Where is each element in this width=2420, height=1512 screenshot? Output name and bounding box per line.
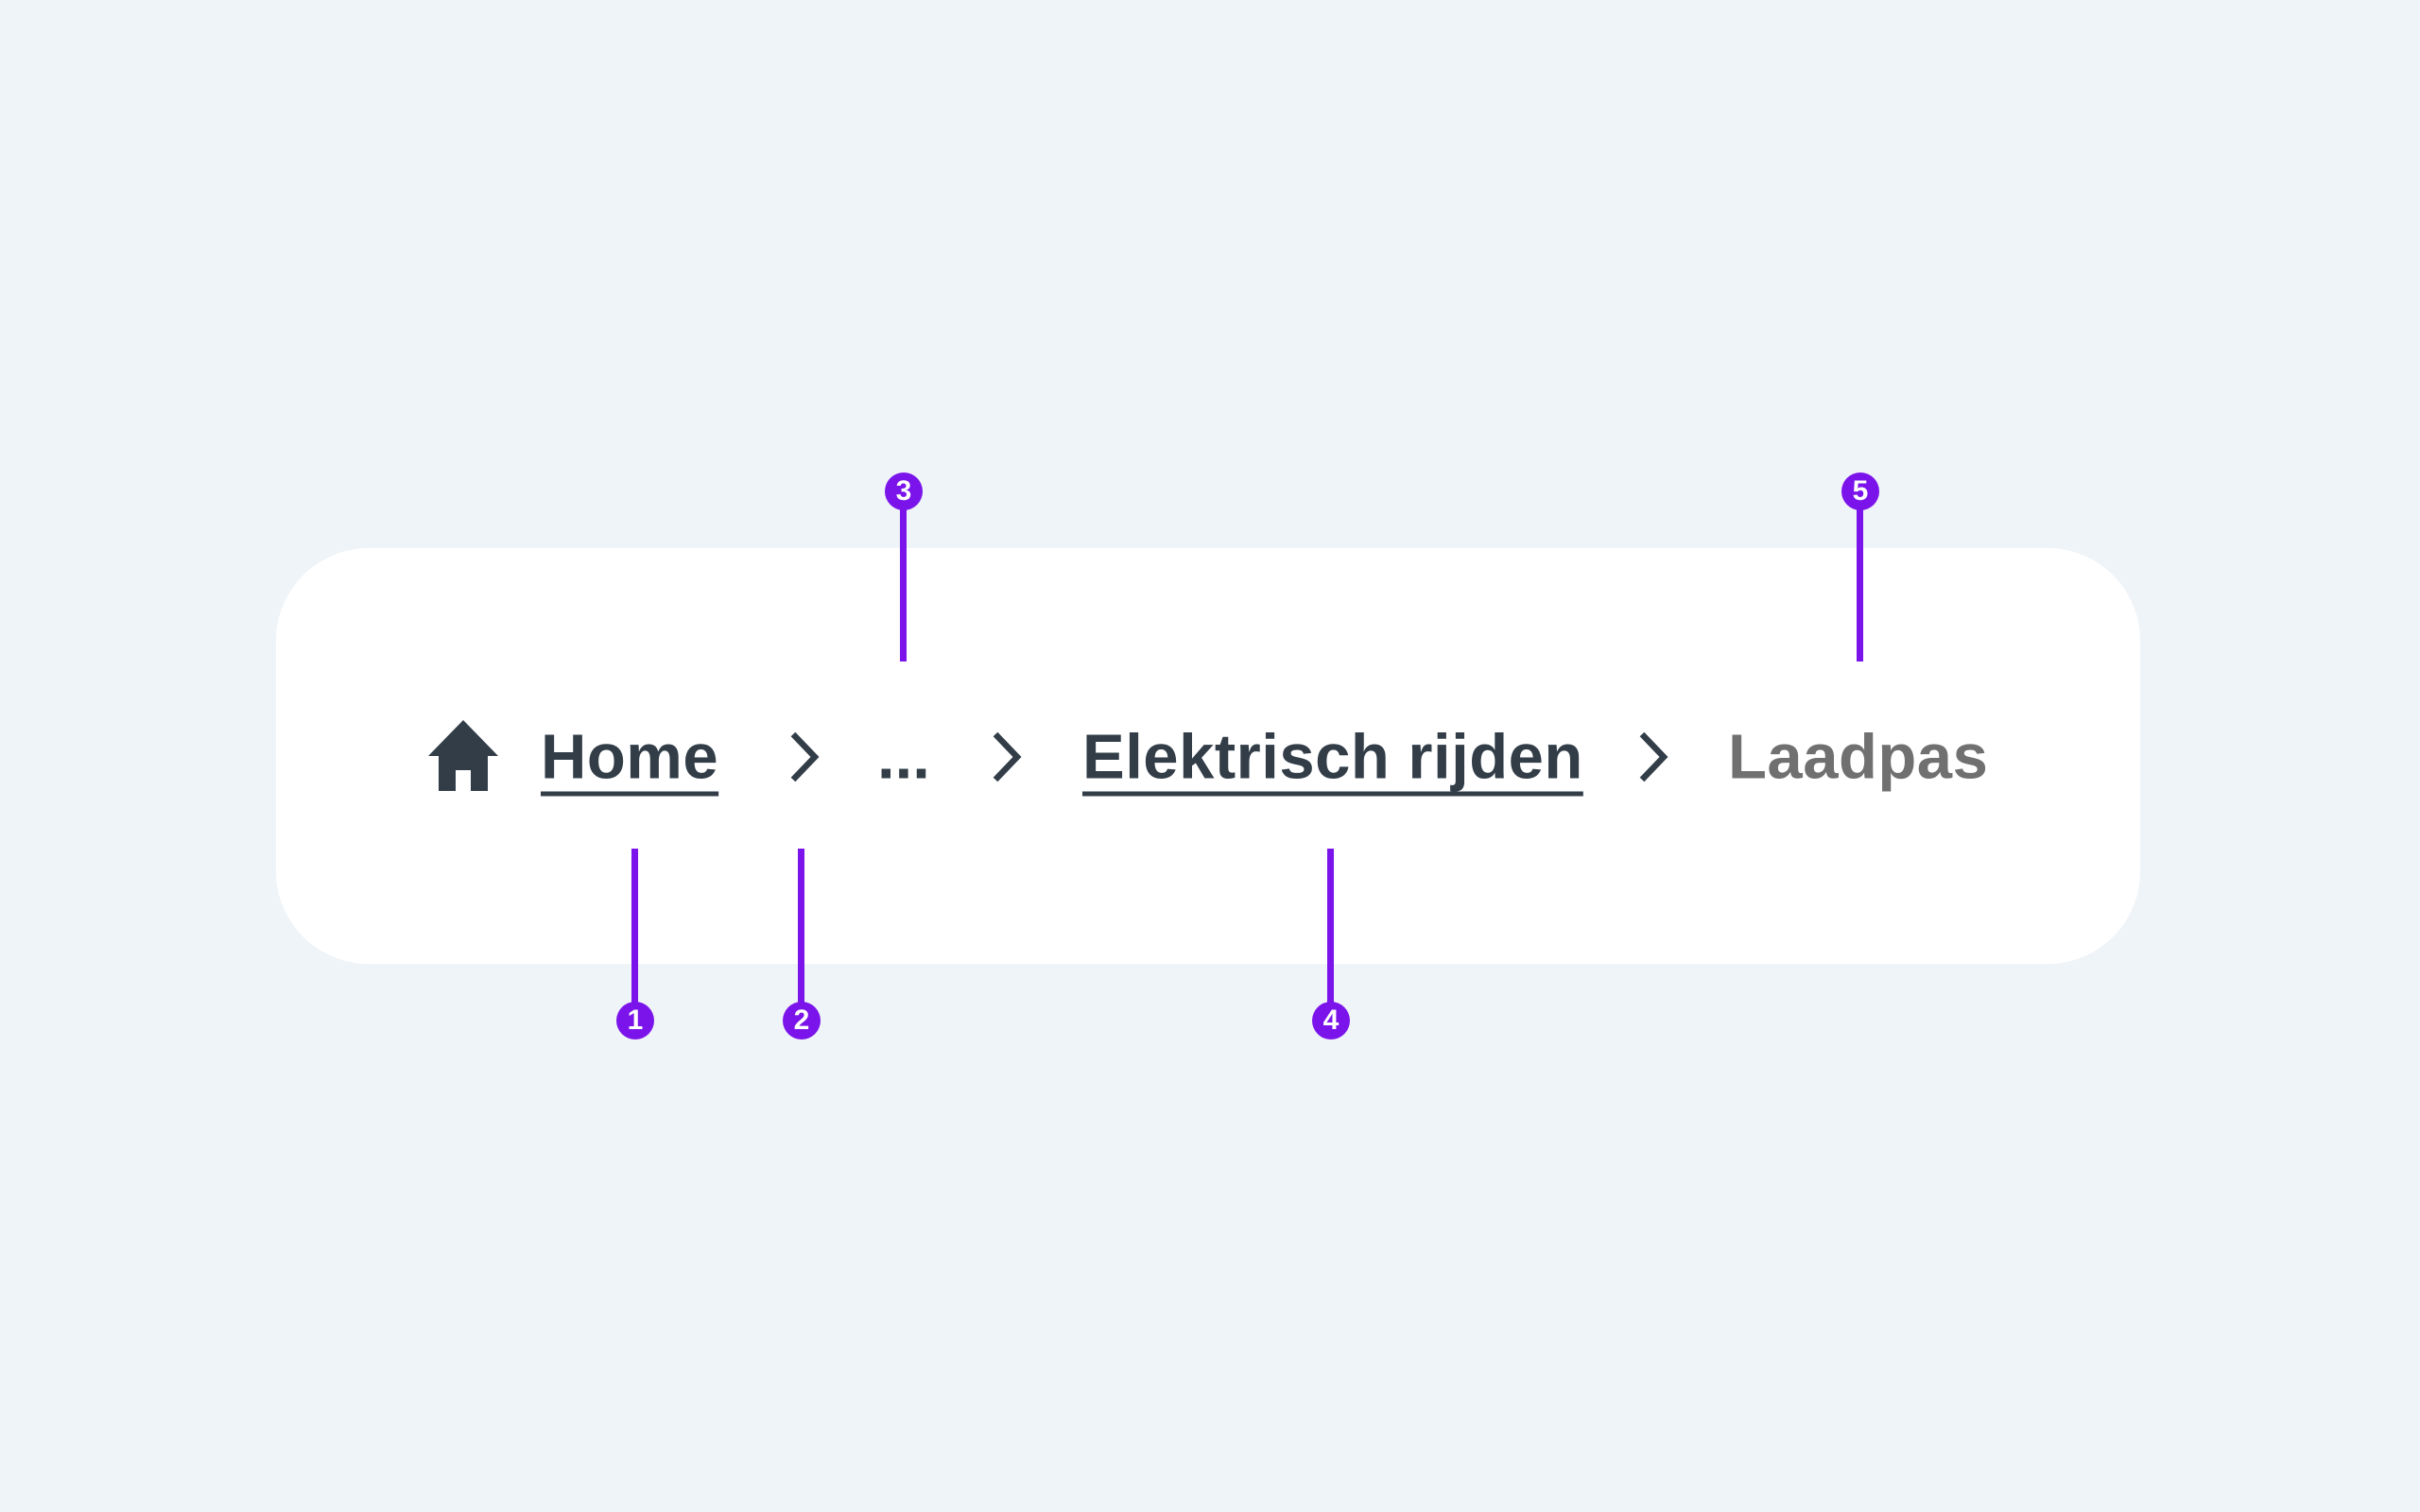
callout-line-1 bbox=[631, 849, 638, 1021]
callout-badge-1: 1 bbox=[616, 1002, 654, 1040]
breadcrumb-home-link[interactable]: Home bbox=[541, 721, 719, 793]
callout-badge-4: 4 bbox=[1312, 1002, 1350, 1040]
callout-line-5 bbox=[1857, 491, 1863, 662]
callout-line-4 bbox=[1327, 849, 1334, 1021]
chevron-right-icon bbox=[993, 731, 1022, 782]
callout-badge-5: 5 bbox=[1841, 472, 1879, 510]
chevron-right-icon bbox=[1639, 731, 1668, 782]
callout-line-3 bbox=[900, 491, 907, 662]
chevron-right-icon bbox=[790, 731, 820, 782]
breadcrumb-current-page: Laadpas bbox=[1728, 721, 1989, 793]
callout-badge-3: 3 bbox=[885, 472, 923, 510]
callout-badge-2: 2 bbox=[783, 1002, 821, 1040]
breadcrumb-ellipsis-button[interactable]: ... bbox=[877, 721, 930, 793]
home-icon[interactable] bbox=[427, 718, 499, 792]
breadcrumb-card bbox=[276, 548, 2140, 964]
breadcrumb-parent-link[interactable]: Elektrisch rijden bbox=[1082, 721, 1583, 793]
callout-line-2 bbox=[798, 849, 804, 1021]
